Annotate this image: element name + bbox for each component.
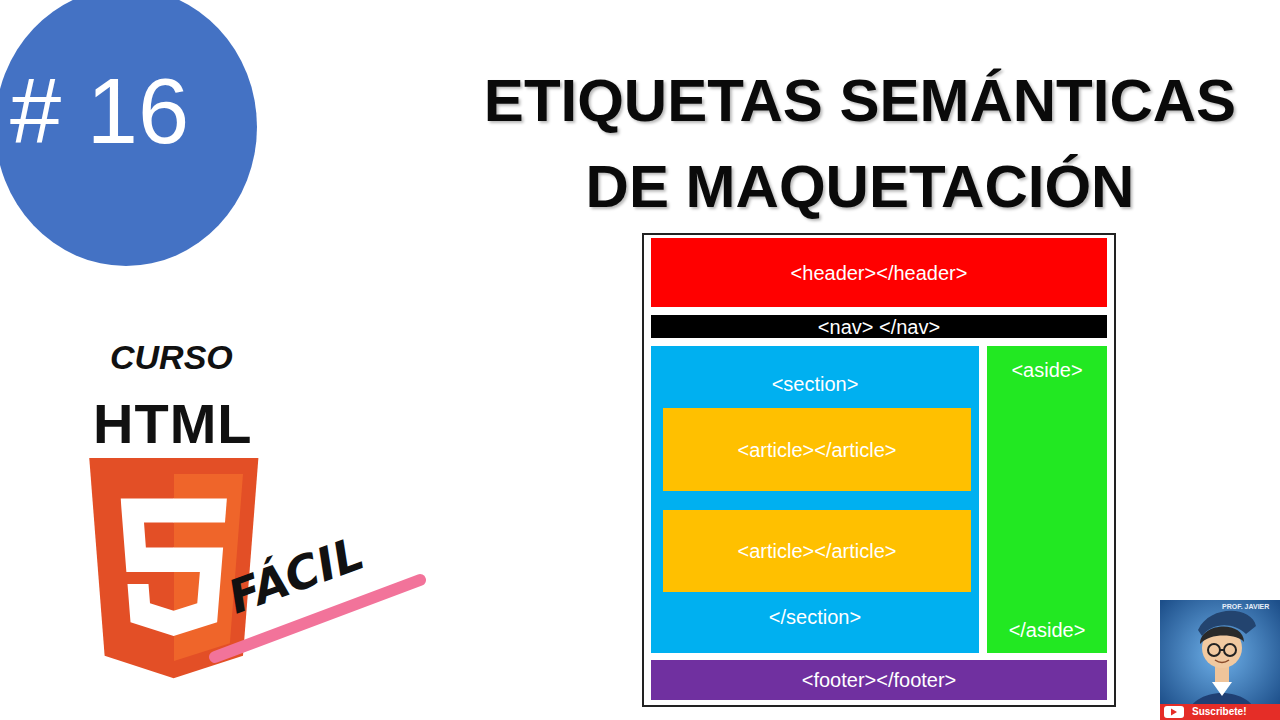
subscribe-avatar bbox=[1160, 600, 1280, 720]
node-label: <article></article> bbox=[738, 541, 897, 561]
nav-band: <nav> </nav> bbox=[651, 315, 1107, 338]
node-label: </aside> bbox=[1009, 620, 1086, 640]
course-word: CURSO bbox=[110, 340, 233, 374]
node-label: <aside> bbox=[1011, 360, 1082, 380]
footer-band: <footer></footer> bbox=[651, 660, 1107, 700]
article-box: <article></article> bbox=[663, 510, 971, 592]
number-circle: # 16 bbox=[0, 0, 257, 266]
aside-box: <aside> </aside> bbox=[987, 346, 1107, 653]
article-box: <article></article> bbox=[663, 408, 971, 491]
node-label: <article></article> bbox=[738, 440, 897, 460]
html-word: HTML bbox=[93, 396, 253, 452]
node-label: <header></header> bbox=[791, 263, 968, 283]
header-band: <header></header> bbox=[651, 238, 1107, 307]
node-label: # 16 bbox=[10, 65, 189, 157]
node-label: </section> bbox=[769, 607, 861, 627]
node-label: <nav> </nav> bbox=[818, 317, 940, 337]
node-label: <section> bbox=[772, 374, 859, 394]
subscribe-text: Suscribete! bbox=[1192, 707, 1246, 717]
section-box: <section> </section> <article></article> <a… bbox=[651, 346, 979, 653]
node-label: <footer></footer> bbox=[802, 670, 957, 690]
layout-frame bbox=[643, 234, 1115, 706]
badge-text: PROF. JAVIER bbox=[1222, 603, 1269, 610]
page-title: ETIQUETAS SEMÁNTICAS DE MAQUETACIÓN bbox=[470, 58, 1250, 230]
